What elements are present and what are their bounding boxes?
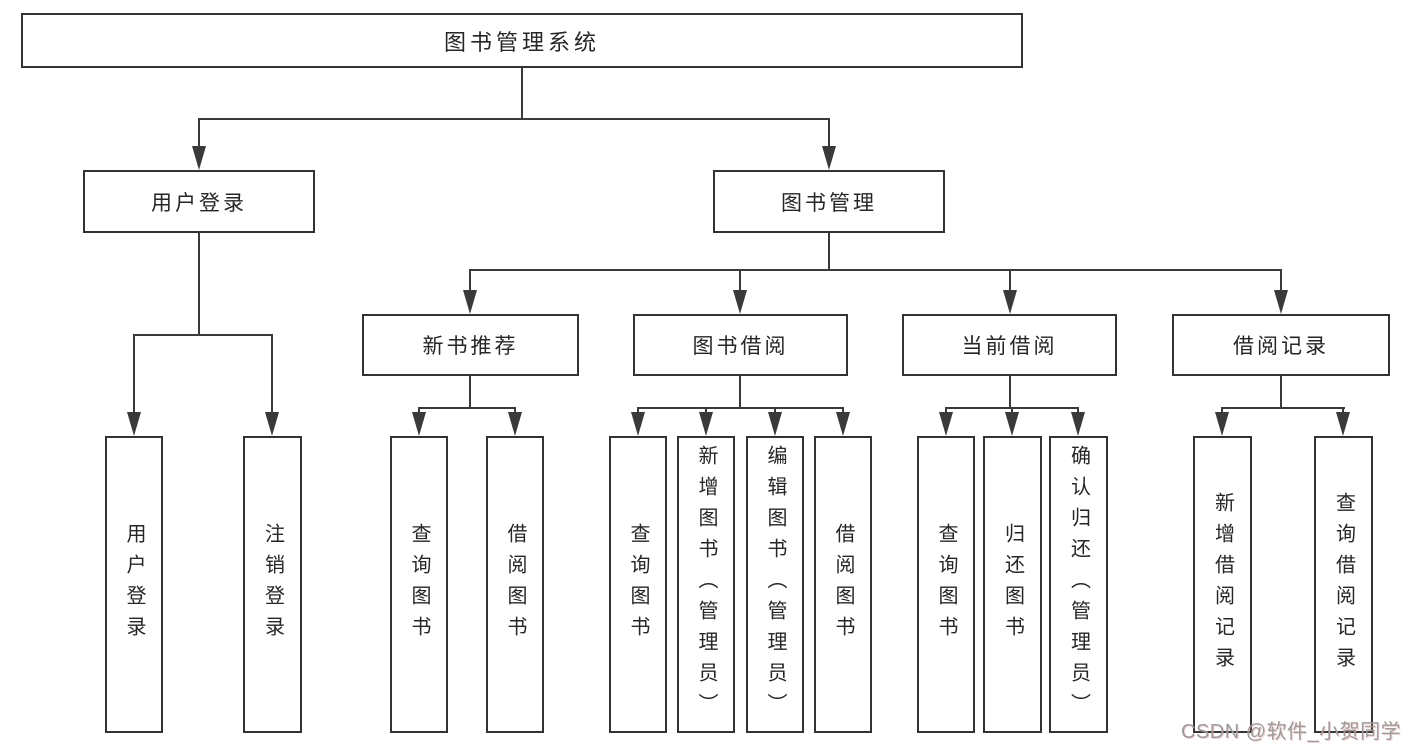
arrow-down-icon (1003, 290, 1017, 314)
arrow-down-icon (1071, 412, 1085, 436)
connector-line (1280, 269, 1282, 294)
connector-line (469, 376, 471, 409)
connector-line (1009, 269, 1011, 294)
arrow-down-icon (1215, 412, 1229, 436)
connector-line (1011, 407, 1013, 416)
arrow-down-icon (768, 412, 782, 436)
connector-line (418, 407, 420, 416)
arrow-down-icon (265, 412, 279, 436)
node-book-borrow: 图书借阅 (633, 314, 848, 376)
leaf-edit-book-admin: 编辑图书（管理员） (746, 436, 804, 733)
arrow-down-icon (508, 412, 522, 436)
arrow-down-icon (699, 412, 713, 436)
node-user-login: 用户登录 (83, 170, 315, 233)
arrow-down-icon (1274, 290, 1288, 314)
connector-line (1221, 407, 1345, 409)
arrow-down-icon (1336, 412, 1350, 436)
leaf-query-books-current: 查询图书 (917, 436, 975, 733)
arrow-down-icon (1005, 412, 1019, 436)
connector-line (1280, 376, 1282, 409)
node-new-book-recommend: 新书推荐 (362, 314, 579, 376)
node-library-system: 图书管理系统 (21, 13, 1023, 68)
connector-line (1342, 407, 1344, 416)
node-book-management: 图书管理 (713, 170, 945, 233)
connector-line (1077, 407, 1079, 416)
connector-line (198, 118, 200, 148)
connector-line (469, 269, 471, 294)
leaf-borrow-books: 借阅图书 (814, 436, 872, 733)
connector-line (418, 407, 516, 409)
connector-line (198, 233, 200, 335)
connector-line (739, 376, 741, 409)
arrow-down-icon (836, 412, 850, 436)
leaf-query-books-borrow: 查询图书 (609, 436, 667, 733)
connector-line (739, 269, 741, 294)
arrow-down-icon (822, 146, 836, 170)
arrow-down-icon (127, 412, 141, 436)
leaf-query-borrow-record: 查询借阅记录 (1314, 436, 1373, 733)
connector-line (1009, 376, 1011, 409)
node-borrow-records: 借阅记录 (1172, 314, 1390, 376)
connector-line (133, 334, 273, 336)
connector-line (133, 334, 135, 416)
connector-line (521, 68, 523, 120)
connector-line (637, 407, 844, 409)
connector-line (1221, 407, 1223, 416)
connector-line (705, 407, 707, 416)
connector-line (198, 118, 830, 120)
connector-line (637, 407, 639, 416)
connector-line (828, 118, 830, 148)
leaf-query-books-recommend: 查询图书 (390, 436, 448, 733)
connector-line (469, 269, 1282, 271)
connector-line (842, 407, 844, 416)
connector-line (514, 407, 516, 416)
leaf-logout: 注销登录 (243, 436, 302, 733)
connector-line (774, 407, 776, 416)
connector-line (828, 233, 830, 271)
leaf-return-books: 归还图书 (983, 436, 1042, 733)
leaf-add-book-admin: 新增图书（管理员） (677, 436, 735, 733)
leaf-user-login: 用户登录 (105, 436, 163, 733)
leaf-borrow-books-recommend: 借阅图书 (486, 436, 544, 733)
watermark: CSDN @软件_小贺同学 (1181, 721, 1402, 743)
arrow-down-icon (733, 290, 747, 314)
leaf-confirm-return-admin: 确认归还（管理员） (1049, 436, 1108, 733)
connector-line (945, 407, 947, 416)
leaf-add-borrow-record: 新增借阅记录 (1193, 436, 1252, 733)
arrow-down-icon (631, 412, 645, 436)
node-current-borrow: 当前借阅 (902, 314, 1117, 376)
arrow-down-icon (192, 146, 206, 170)
connector-line (271, 334, 273, 416)
arrow-down-icon (939, 412, 953, 436)
arrow-down-icon (463, 290, 477, 314)
arrow-down-icon (412, 412, 426, 436)
